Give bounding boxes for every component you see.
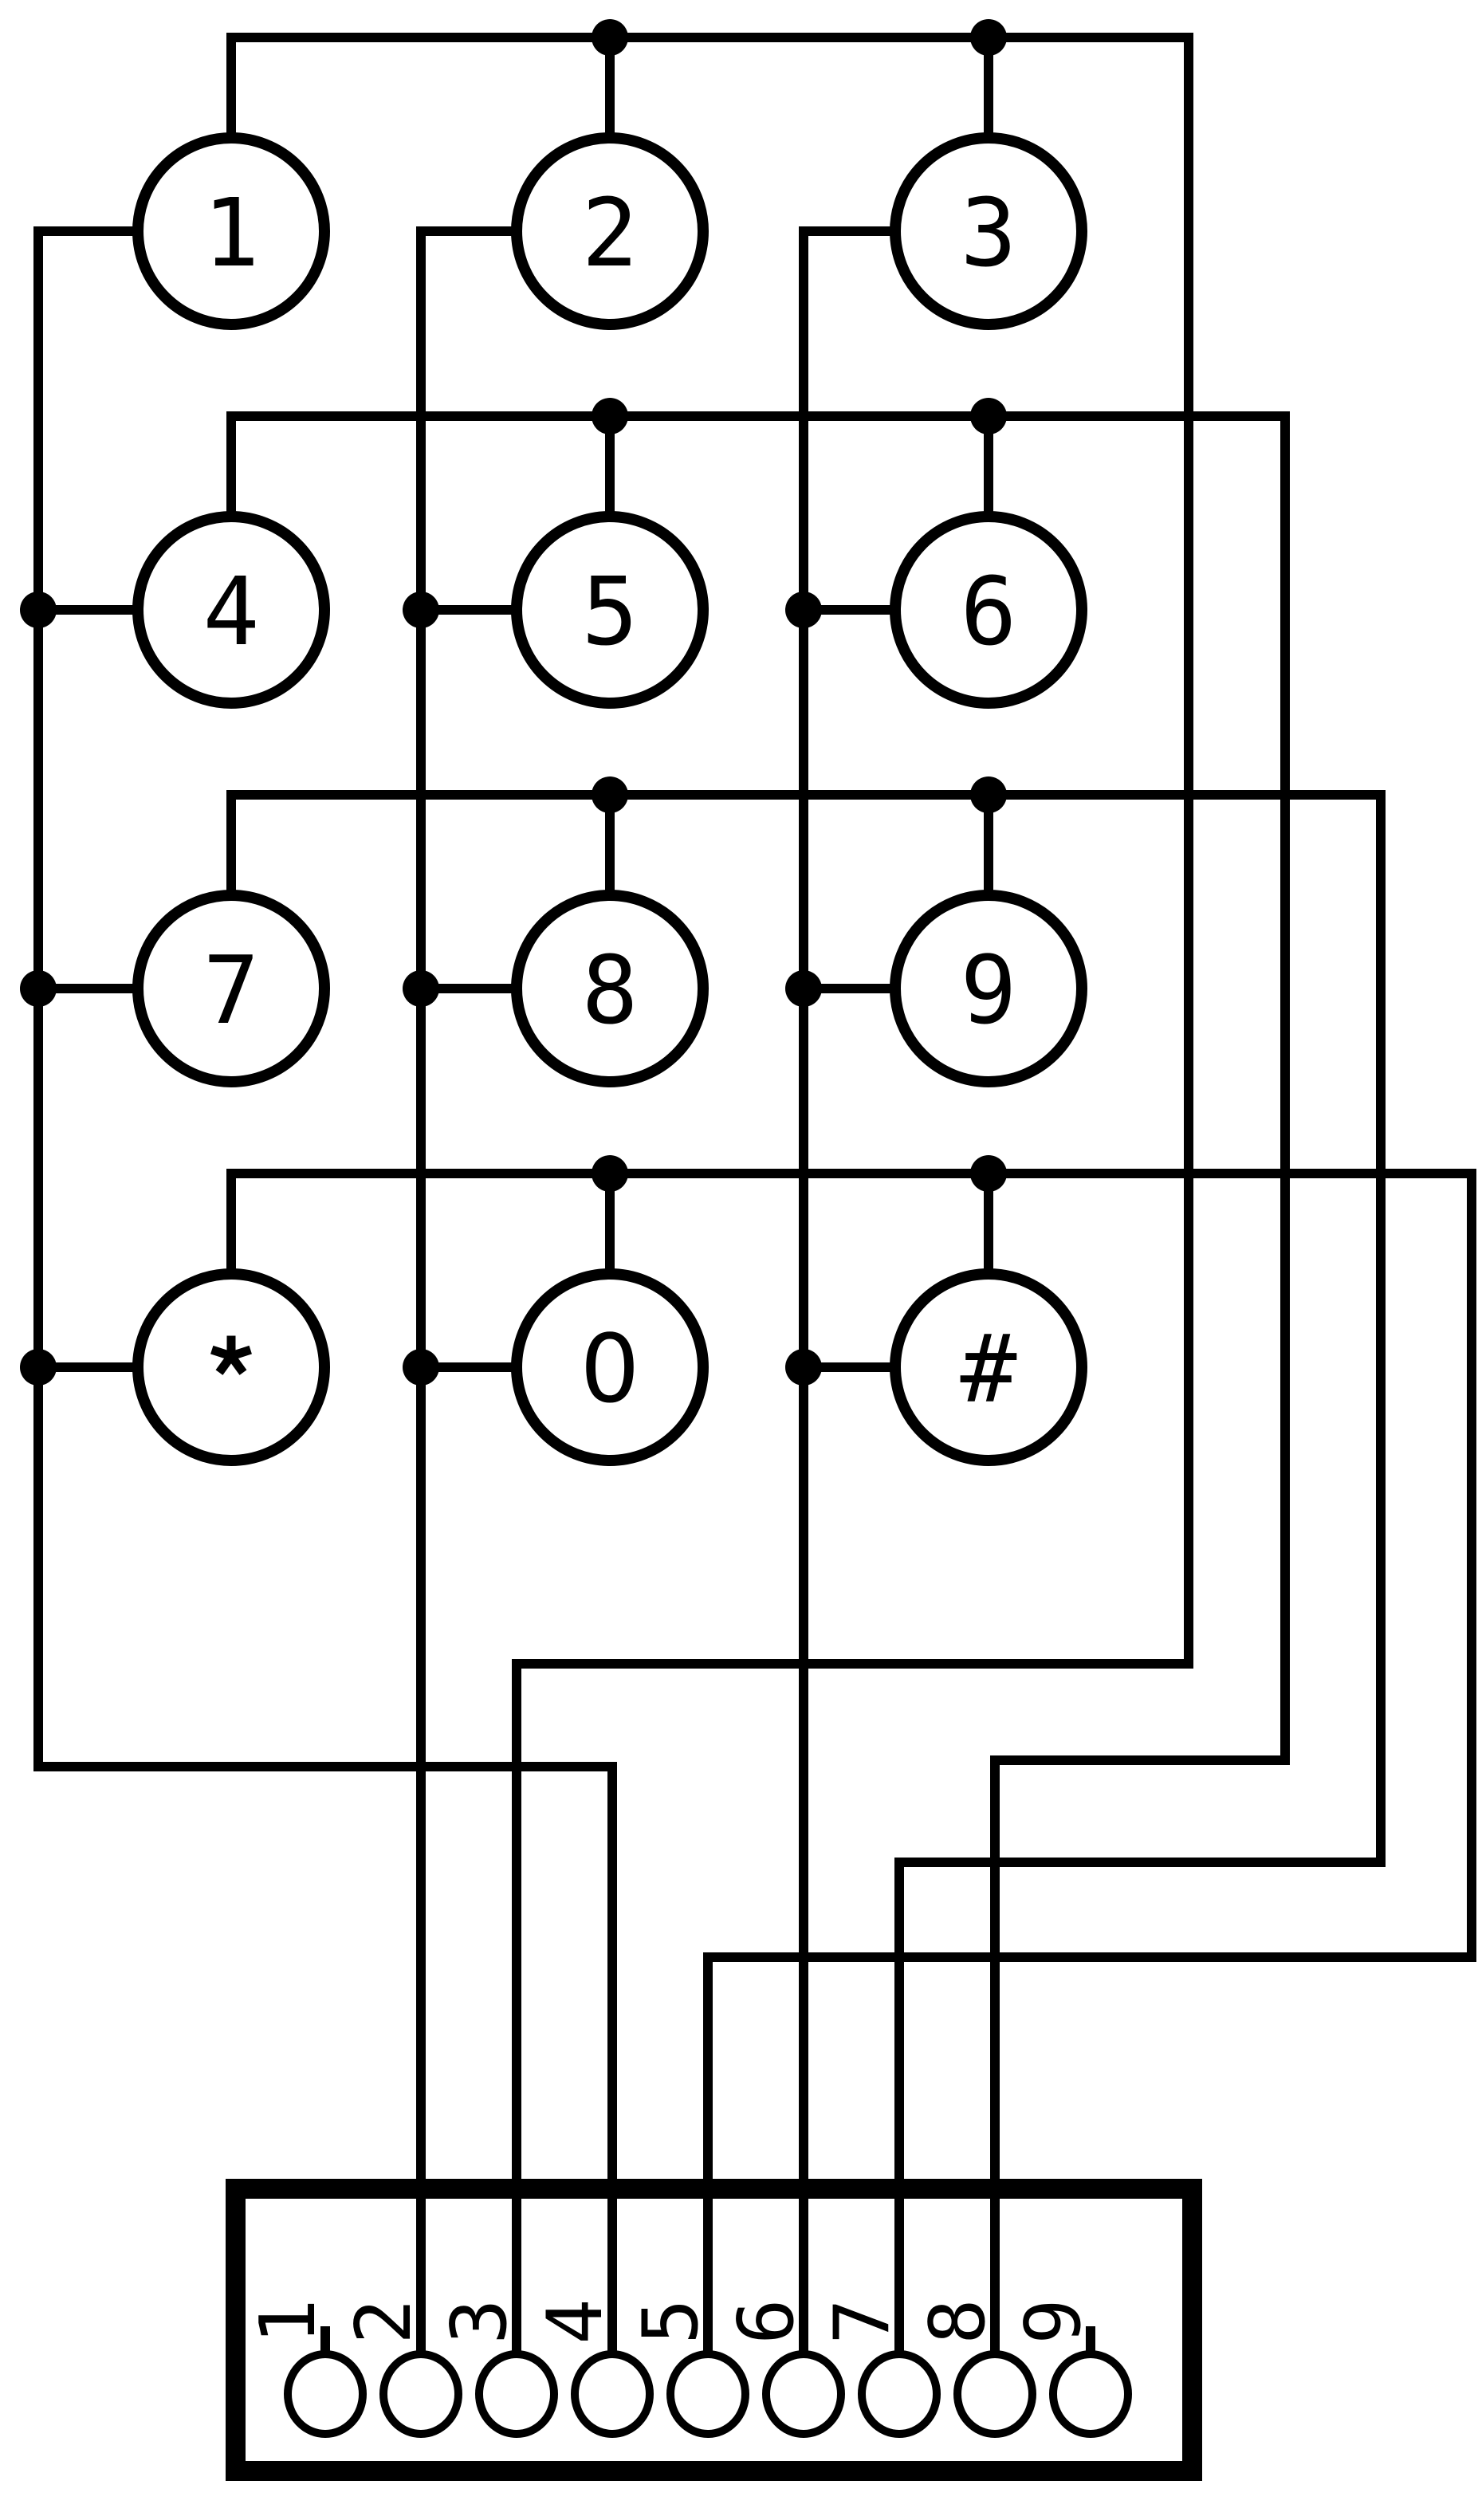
key-circle <box>890 890 1087 1087</box>
key-label: 1 <box>202 178 259 288</box>
key-3: 3 <box>890 132 1087 330</box>
key-circle <box>132 890 330 1087</box>
pin-circle <box>762 2350 845 2438</box>
key-circle <box>890 1268 1087 1466</box>
pin-label: 8 <box>914 2298 1002 2344</box>
key-9: 9 <box>890 890 1087 1087</box>
junction-dot <box>592 1155 628 1192</box>
pin-circle <box>953 2350 1036 2438</box>
key-circle <box>511 890 709 1087</box>
column-1-bus-wire <box>33 226 617 2354</box>
junction-dot <box>403 592 439 628</box>
junction-dot <box>785 592 822 628</box>
key-star <box>132 1268 330 1466</box>
pin-1: 1 <box>245 2298 367 2438</box>
key-label: 5 <box>581 556 638 666</box>
pin-2: 2 <box>340 2298 462 2438</box>
key-5: 5 <box>511 511 709 709</box>
pin-label: 4 <box>532 2298 619 2344</box>
junction-dot <box>970 398 1007 434</box>
key-1: 1 <box>132 132 330 330</box>
asterisk-glyph <box>210 1335 252 1375</box>
key-label: 2 <box>581 178 638 288</box>
wires <box>33 33 1476 2354</box>
key-hash: # <box>890 1268 1087 1466</box>
key-label: # <box>960 1314 1016 1424</box>
key-6: 6 <box>890 511 1087 709</box>
column-2-bus-wire <box>416 226 517 2354</box>
junction-dot <box>970 19 1007 56</box>
key-label: 6 <box>960 556 1016 666</box>
key-circle <box>890 132 1087 330</box>
junction-dot <box>20 592 57 628</box>
key-label: 9 <box>960 935 1016 1045</box>
junction-dot <box>785 970 822 1007</box>
pin-4: 4 <box>532 2298 654 2438</box>
row-3-bus-wire <box>226 790 1386 2354</box>
pin-circle <box>858 2350 941 2438</box>
column-3-bus-wire <box>799 226 895 2354</box>
pin-circle <box>666 2350 749 2438</box>
key-4: 4 <box>132 511 330 709</box>
junction-dot <box>592 19 628 56</box>
connector-box <box>226 2179 1202 2481</box>
pin-label: 5 <box>627 2298 715 2344</box>
pin-label: 7 <box>819 2298 906 2344</box>
key-circle <box>511 1268 709 1466</box>
key-circle <box>890 511 1087 709</box>
key-0: 0 <box>511 1268 709 1466</box>
pin-5: 5 <box>627 2298 749 2438</box>
pin-label: 6 <box>723 2298 811 2344</box>
key-circle <box>511 132 709 330</box>
key-7: 7 <box>132 890 330 1087</box>
pin-8: 8 <box>914 2298 1036 2438</box>
key-circle <box>132 511 330 709</box>
key-8: 8 <box>511 890 709 1087</box>
pin-3: 3 <box>436 2298 558 2438</box>
junction-dot <box>20 970 57 1007</box>
pin-circle <box>284 2350 367 2438</box>
pin-circle <box>1049 2350 1132 2438</box>
pin-circle <box>379 2350 462 2438</box>
junction-dot <box>592 398 628 434</box>
pin-label: 2 <box>340 2298 428 2344</box>
junction-dot <box>403 970 439 1007</box>
junction-dot <box>970 1155 1007 1192</box>
row-2-bus-wire <box>226 411 1290 2354</box>
pin-label: 9 <box>1010 2298 1098 2344</box>
key-2: 2 <box>511 132 709 330</box>
row-1-bus-wire <box>226 33 1193 2354</box>
key-label: 0 <box>580 1314 639 1424</box>
key-circle <box>132 132 330 330</box>
junction-dot <box>20 1349 57 1386</box>
pin-circle <box>475 2350 558 2438</box>
key-circle <box>511 511 709 709</box>
pin-7: 7 <box>819 2298 941 2438</box>
pin-6: 6 <box>723 2298 845 2438</box>
pin-9: 9 <box>1010 2298 1132 2438</box>
key-circle <box>132 1268 330 1466</box>
junction-dots <box>20 19 1007 1386</box>
junction-dot <box>403 1349 439 1386</box>
key-label: 4 <box>202 556 259 666</box>
key-label: 7 <box>202 935 259 1045</box>
key-label: 8 <box>581 935 638 1045</box>
keypad: 1 2 3 4 5 6 7 8 9 0 # <box>132 132 1087 1466</box>
pin-label: 3 <box>436 2298 524 2344</box>
junction-dot <box>970 776 1007 813</box>
pin-circle <box>571 2350 654 2438</box>
key-label: 3 <box>960 178 1016 288</box>
pin-label: 1 <box>245 2298 332 2344</box>
junction-dot <box>785 1349 822 1386</box>
row-4-bus-wire <box>226 1169 1476 2354</box>
junction-dot <box>592 776 628 813</box>
